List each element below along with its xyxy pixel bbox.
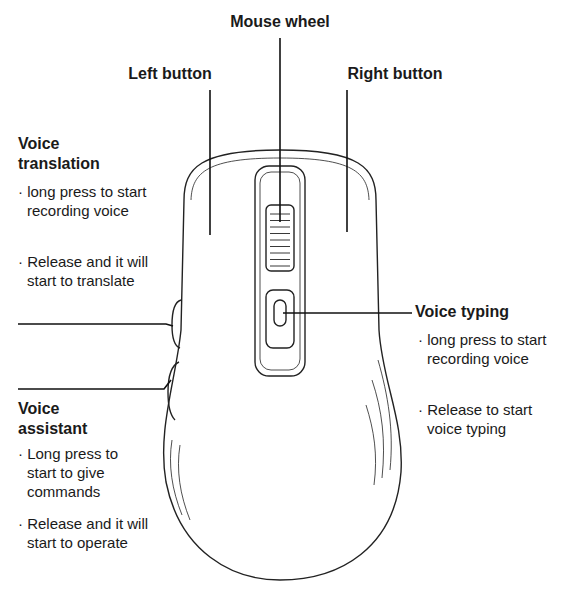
function-name: Voice translation [18,134,128,174]
leader-line [209,90,211,235]
part-name: Right button [330,64,460,84]
function-name: Voice assistant [18,399,128,439]
function-note: · Release and it will start to operate [18,514,151,552]
leader-line [18,324,173,326]
leader-line [346,90,348,232]
function-note: · Release to start voice typing [418,400,545,438]
right-grip-groove [378,360,391,470]
mouse-inner-edge [191,158,280,200]
wheel-knurl [270,240,290,241]
function-note: · Release and it will start to translate [18,252,149,290]
wheel-knurl [270,253,290,254]
wheel-knurl [270,233,290,234]
leader-line [18,380,171,389]
part-name: Left button [110,64,230,84]
function-note: · Long press to start to give commands [18,444,151,501]
part-name: Mouse wheel [220,12,340,32]
right-grip-groove [366,405,376,485]
wheel-knurl [270,227,290,228]
right-grip-groove [372,380,384,478]
function-name: Voice typing [415,302,555,322]
wheel-knurl [270,259,290,260]
wheel-knurl [270,266,290,267]
leader-line [279,38,281,222]
mouse-body [164,150,402,580]
mouse-inner-edge [280,158,369,200]
side-button [168,362,179,420]
wheel-knurl [270,246,290,247]
voice-typing-button [266,290,294,348]
side-button [172,300,181,348]
function-note: · long press to start recording voice [418,330,551,368]
left-grip-groove [170,440,182,515]
left-grip-groove [178,445,190,520]
function-note: · long press to start recording voice [18,182,149,220]
leader-line [283,312,412,314]
